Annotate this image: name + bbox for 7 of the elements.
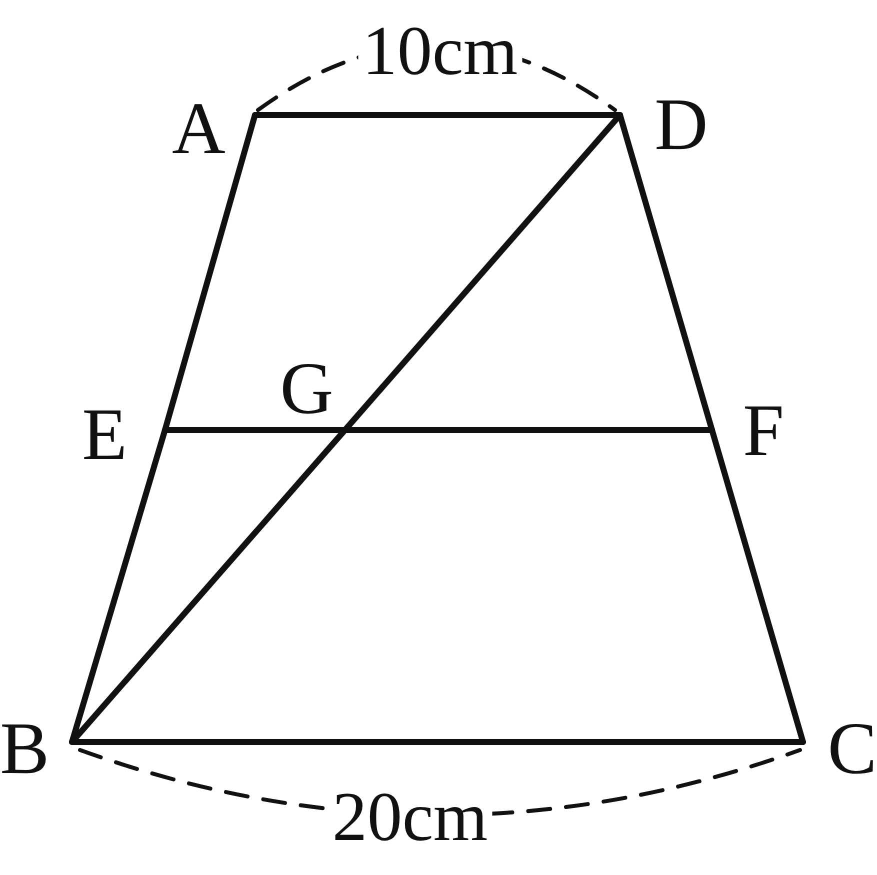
vertex-label: C: [803, 712, 877, 778]
vertex-label: B: [0, 712, 72, 778]
vertex-label: D: [620, 88, 708, 154]
vertex-label: A: [172, 92, 255, 154]
vertex-label: E: [82, 398, 165, 460]
vertex-label: F: [712, 394, 784, 460]
vertex-label: G: [280, 352, 345, 430]
